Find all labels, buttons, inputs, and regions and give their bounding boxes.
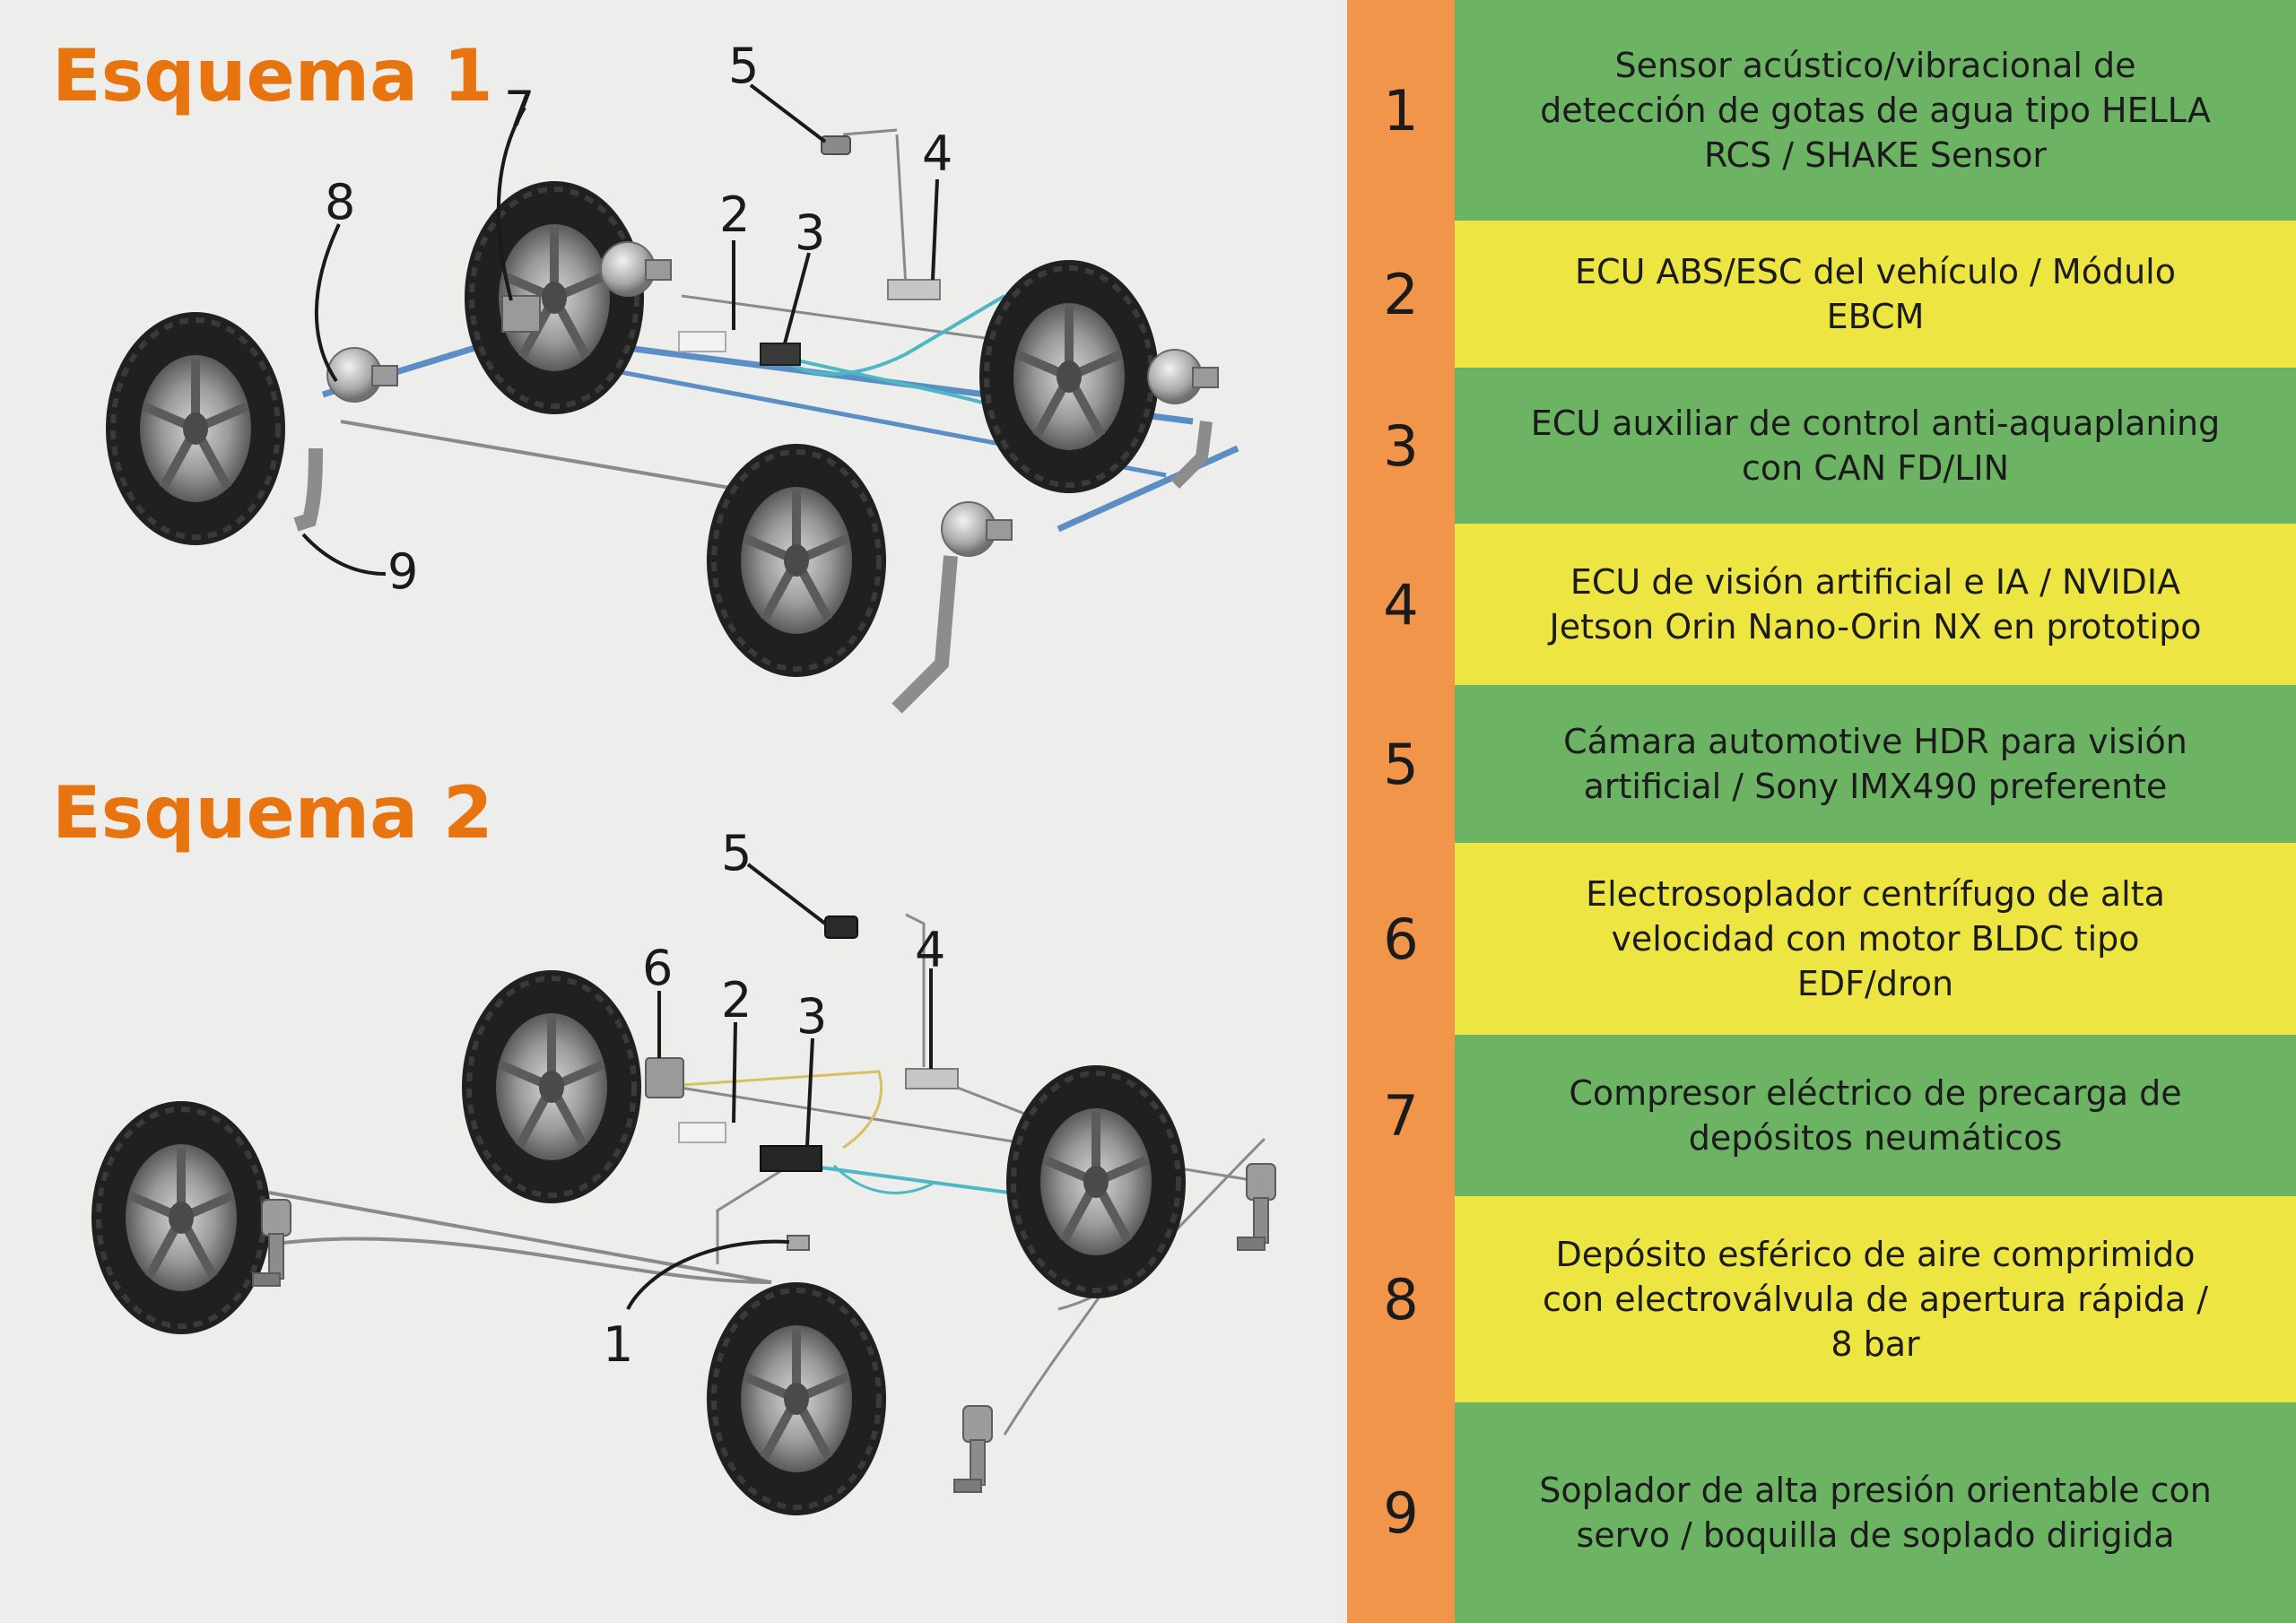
scheme-1-tank-front-left: [941, 501, 1013, 557]
legend-number: 1: [1347, 0, 1455, 221]
legend-row-7: 7 Compresor eléctrico de precarga de dep…: [1347, 1035, 2296, 1196]
scheme-1-wheel-rear-right: [465, 181, 644, 414]
scheme-2-callouts: 5 4 6 2 3 1: [603, 825, 945, 1373]
scheme-2-blower: [645, 1057, 684, 1098]
legend-description: Compresor eléctrico de precarga de depós…: [1569, 1073, 2182, 1158]
legend-table: 1 Sensor acústico/vibracional de detecci…: [1347, 0, 2296, 1623]
legend-row-5: 5 Cámara automotive HDR para visión arti…: [1347, 685, 2296, 843]
scheme-2-wheel-front-right: [1006, 1065, 1186, 1298]
scheme-2-callout-5: 5: [721, 825, 752, 881]
scheme-1-tank-front-right: [1147, 349, 1219, 404]
scheme-1-callout-2: 2: [719, 187, 750, 243]
scheme-2-vision-ecu: [905, 1068, 959, 1089]
scheme-2-wheel-rear-right: [462, 970, 641, 1203]
scheme-1-callout-3: 3: [795, 204, 825, 261]
legend-description: Depósito esférico de aire comprimido con…: [1542, 1235, 2209, 1364]
legend-number: 7: [1347, 1035, 1455, 1196]
scheme-1-compressor: [501, 295, 541, 333]
legend-description: Soplador de alta presión orientable con …: [1539, 1471, 2212, 1555]
scheme-2-sensor: [787, 1235, 810, 1251]
scheme-2-nozzle-front-right: [1237, 1163, 1276, 1251]
legend-description: Sensor acústico/vibracional de detección…: [1540, 46, 2211, 175]
scheme-1-tank-rear-left: [326, 347, 398, 403]
scheme-2-callout-2: 2: [721, 972, 752, 1028]
legend-row-6: 6 Electrosoplador centrífugo de alta vel…: [1347, 843, 2296, 1035]
scheme-2-camera: [824, 916, 858, 939]
scheme-1-title: Esquema 1: [52, 34, 493, 117]
scheme-1-callout-7: 7: [504, 81, 535, 137]
scheme-1-vision-ecu: [887, 279, 941, 300]
scheme-1-callout-9: 9: [387, 543, 418, 600]
legend-number: 6: [1347, 843, 1455, 1035]
scheme-1-abs-ecu: [678, 331, 726, 352]
scheme-1-blower-nozzle-right: [1170, 421, 1213, 489]
legend-description: Electrosoplador centrífugo de alta veloc…: [1586, 874, 2165, 1003]
scheme-2: Esquema 2: [52, 771, 1276, 1515]
legend-description: ECU de visión artificial e IA / NVIDIA J…: [1549, 562, 2202, 647]
legend-description: ECU auxiliar de control anti-aquaplaning…: [1530, 404, 2221, 488]
scheme-1-callouts: 7 8 2 3 5 4 9: [301, 38, 952, 600]
scheme-2-callout-6: 6: [642, 940, 673, 996]
legend-row-8: 8 Depósito esférico de aire comprimido c…: [1347, 1196, 2296, 1402]
scheme-1-callout-8: 8: [325, 174, 355, 230]
scheme-1-wheel-front-right: [979, 260, 1159, 493]
scheme-1-tank-rear-right: [600, 241, 672, 297]
scheme-2-abs-ecu: [678, 1122, 726, 1143]
legend-row-1: 1 Sensor acústico/vibracional de detecci…: [1347, 0, 2296, 221]
scheme-1-callout-4: 4: [922, 126, 952, 182]
legend-number: 2: [1347, 221, 1455, 368]
scheme-2-chassis: [268, 913, 1274, 1436]
legend-number: 4: [1347, 524, 1455, 685]
legend-row-4: 4 ECU de visión artificial e IA / NVIDIA…: [1347, 524, 2296, 685]
scheme-1-wheel-front-left: [707, 444, 886, 677]
scheme-1-blower-nozzle: [293, 447, 323, 532]
scheme-1: Esquema 1: [52, 34, 1239, 714]
legend-number: 9: [1347, 1402, 1455, 1623]
scheme-2-callout-4: 4: [915, 922, 945, 978]
scheme-1-callout-5: 5: [728, 38, 759, 94]
scheme-2-title: Esquema 2: [52, 771, 493, 855]
scheme-2-callout-3: 3: [796, 988, 827, 1045]
legend-number: 3: [1347, 368, 1455, 524]
legend-row-2: 2 ECU ABS/ESC del vehículo / Módulo EBCM: [1347, 221, 2296, 368]
scheme-2-callout-1: 1: [603, 1316, 633, 1373]
scheme-1-aux-ecu: [760, 343, 801, 366]
scheme-2-aux-ecu: [760, 1145, 822, 1172]
legend-description: Cámara automotive HDR para visión artifi…: [1563, 722, 2187, 806]
scheme-2-nozzle-front-left: [953, 1405, 993, 1493]
legend-row-3: 3 ECU auxiliar de control anti-aquaplani…: [1347, 368, 2296, 524]
scheme-2-wheel-front-left: [707, 1282, 886, 1515]
legend-row-9: 9 Soplador de alta presión orientable co…: [1347, 1402, 2296, 1623]
legend-description: ECU ABS/ESC del vehículo / Módulo EBCM: [1575, 252, 2176, 336]
scheme-1-blower-nozzle-front: [891, 555, 958, 714]
legend-number: 8: [1347, 1196, 1455, 1402]
scheme-1-wheel-rear-left: [106, 312, 285, 545]
legend-number: 5: [1347, 685, 1455, 843]
scheme-2-wheel-rear-left: [91, 1101, 271, 1334]
scheme-1-camera: [821, 135, 851, 155]
